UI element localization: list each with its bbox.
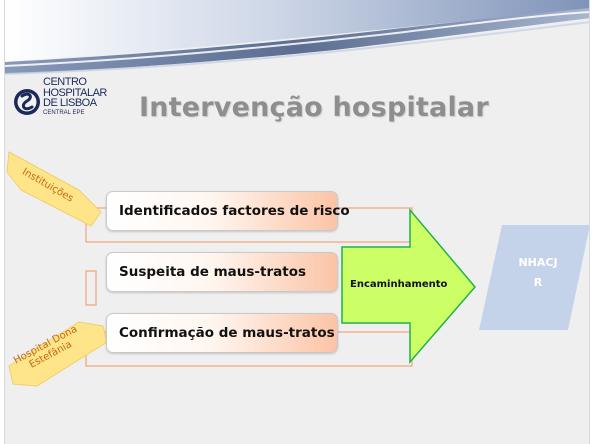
arrow-label: Encaminhamento: [350, 279, 448, 290]
tag-institutions-shape: [6, 151, 102, 227]
header-swoosh: [5, 0, 589, 75]
hospital-logo: CENTRO HOSPITALAR DE LISBOA CENTRAL EPE: [13, 76, 107, 134]
logo-line: CENTRO: [43, 76, 87, 88]
logo-line: HOSPITALAR: [43, 86, 107, 99]
target-label: NHACJ R: [503, 253, 573, 293]
connector-bracket-2: [85, 270, 97, 306]
target-shape: [479, 225, 589, 330]
item-suspicion: Suspeita de maus-tratos: [106, 252, 338, 292]
item-confirmation: Confirmação de maus-tratos: [106, 313, 338, 353]
item-risk-factors: Identificados factores de risco: [106, 191, 350, 231]
forward-arrow-shape: [341, 207, 476, 365]
target-label-line: NHACJ: [518, 256, 558, 269]
target-label-line: R: [533, 276, 543, 289]
logo-emblem-icon: [14, 89, 40, 115]
slide: CENTRO HOSPITALAR DE LISBOA CENTRAL EPE …: [4, 0, 590, 444]
slide-title: Intervenção hospitalar: [139, 92, 489, 123]
logo-subtitle: CENTRAL EPE: [43, 109, 85, 116]
logo-line: DE LISBOA: [43, 97, 97, 109]
logo-text: CENTRO HOSPITALAR DE LISBOA CENTRAL EPE: [43, 76, 107, 118]
